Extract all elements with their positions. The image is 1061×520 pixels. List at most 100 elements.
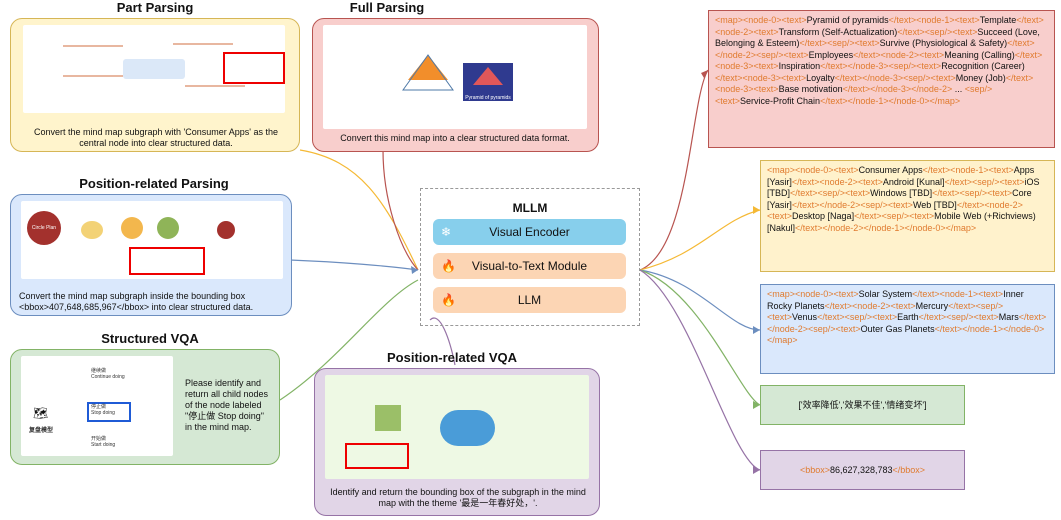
markup-tag: </text><sep/><text> — [897, 26, 978, 37]
markup-tag: </text></node-3><sep/><text> — [834, 72, 956, 83]
markup-tag: </text><sep/><text> — [799, 38, 880, 48]
node-stop-en: Stop doing — [91, 410, 115, 416]
markup-tag: </text></node-1></node-0></map> — [767, 323, 1045, 346]
markup-tag: </text><node-1><text> — [912, 289, 1004, 299]
node-start-en: Start doing — [91, 442, 116, 448]
markup-tag: </text><node-2><text> — [715, 15, 1044, 37]
markup-tag: </text><node-2><text> — [791, 176, 883, 187]
highlight-bbox — [129, 247, 205, 275]
node-text: Inspiration — [778, 61, 821, 71]
visual-encoder-module: ❄ Visual Encoder — [433, 219, 626, 245]
node-text: Mobile Web (+Richviews) [Nakul] — [767, 211, 1036, 233]
connector-out-4 — [639, 269, 761, 406]
structured-vqa-question: Please identify and return all child nod… — [185, 378, 269, 432]
node-text: Solar System — [858, 289, 913, 299]
part-parsing-title: Part Parsing — [116, 0, 194, 15]
node-text: Core [Yasir] — [767, 188, 1032, 210]
structured-vqa-title: Structured VQA — [101, 331, 199, 346]
connector-out-3 — [639, 269, 761, 331]
full-parsing-mindmap-thumbnail: Pyramid of pyramids — [323, 25, 587, 129]
circle-node-shape — [27, 211, 61, 245]
pos-parsing-panel: Circle Plan Convert the mind map subgrap… — [10, 194, 292, 316]
node-text: Recognition (Career) — [941, 61, 1025, 71]
markup-tag: </bbox> — [892, 465, 926, 475]
llm-label: LLM — [517, 293, 542, 307]
pos-vqa-panel: Identify and return the bounding box of … — [314, 368, 600, 516]
node-text: Mars — [998, 312, 1019, 322]
pyramid-icon — [402, 54, 513, 101]
markup-tag: </text><sep/><text> — [918, 312, 999, 322]
node-text: Inner Rocky Planets — [767, 289, 1024, 311]
node-text: Mercury — [915, 300, 949, 311]
llm-module: 🔥 LLM — [433, 287, 626, 313]
markup-tag: </text><node-3><text> — [715, 72, 1034, 95]
node-shape — [81, 221, 103, 239]
markup-tag: <sep/><text> — [715, 84, 993, 106]
node-text: Android [Kunal] — [882, 176, 945, 187]
node-text: ['效率降低','效果不佳','情绪变坏'] — [798, 400, 927, 410]
snowflake-icon: ❄ — [441, 225, 452, 239]
visual-to-text-module: 🔥 Visual-to-Text Module — [433, 253, 626, 279]
pos-vqa-title: Position-related VQA — [386, 350, 518, 365]
markup-tag: </text></node-2><sep/><text> — [791, 199, 913, 210]
node-text: Earth — [897, 312, 919, 322]
node-text: Apps [Yasir] — [767, 165, 1035, 187]
markup-tag: </text><node-3><text> — [715, 72, 807, 83]
branch-line — [63, 45, 123, 47]
node-text: Consumer Apps — [858, 165, 923, 175]
node-text: Venus — [792, 312, 818, 322]
visual-to-text-label: Visual-to-Text Module — [471, 259, 588, 273]
node-text: Service-Profit Chain — [740, 95, 821, 106]
node-text: Loyalty — [806, 72, 835, 83]
branch-line — [63, 75, 123, 77]
pos-parsing-caption-line-2: <bbox>407,648,685,967</bbox> into clear … — [19, 302, 254, 312]
highlight-bbox — [345, 443, 409, 469]
node-text: Employees — [808, 49, 854, 60]
node-text: Pyramid of pyramids — [806, 15, 889, 25]
node-text: 86,627,328,783 — [829, 465, 893, 475]
part-parsing-mindmap-thumbnail — [23, 25, 285, 113]
part-parsing-panel: Convert the mind map subgraph with 'Cons… — [10, 18, 300, 152]
node-text: Windows [TBD] — [870, 188, 933, 198]
full-parsing-title: Full Parsing — [349, 0, 425, 15]
connector-out-5 — [639, 269, 761, 471]
connector-out-2 — [639, 209, 761, 271]
markup-tag: <bbox> — [799, 465, 830, 475]
node-text: Desktop [Naga] — [792, 211, 855, 221]
output-part-parsing: <map><node-0><text>Consumer Apps</text><… — [760, 160, 1055, 272]
connector-out-1 — [639, 69, 709, 271]
markup-tag: </text><node-2><text> — [767, 199, 1023, 222]
branch-line — [173, 43, 233, 45]
output-full-parsing: <map><node-0><text>Pyramid of pyramids</… — [708, 10, 1055, 148]
markup-tag: </text><node-1><text> — [888, 15, 980, 25]
markup-tag: <map><node-0><text> — [715, 15, 807, 25]
fire-icon: 🔥 — [441, 293, 456, 307]
node-text: Money (Job) — [955, 72, 1006, 83]
output-pos-parsing: <map><node-0><text>Solar System</text><n… — [760, 284, 1055, 374]
pos-vqa-mindmap-thumbnail — [325, 375, 589, 479]
node-start-cn: 开始做 — [91, 436, 107, 442]
markup-tag: </text></node-3><sep/><text> — [820, 61, 942, 71]
node-text: Succeed (Love, Belonging & Esteem) — [715, 26, 1040, 49]
mllm-container: MLLM ❄ Visual Encoder 🔥 Visual-to-Text M… — [420, 188, 640, 326]
markup-tag: </text><sep/><text> — [944, 176, 1025, 187]
node-text: Base motivation — [778, 84, 843, 94]
pos-parsing-caption-line-1: Convert the mind map subgraph inside the… — [19, 291, 246, 301]
image-node — [375, 405, 401, 431]
markup-tag: </text></node-2></node-1></node-0></map> — [795, 222, 977, 233]
pos-vqa-caption: Identify and return the bounding box of … — [330, 487, 586, 508]
node-text: Transform (Self-Actualization) — [778, 26, 898, 37]
cloud-node-shape — [440, 410, 495, 446]
map-icon: 🗺 — [33, 406, 49, 420]
markup-tag: </text><sep/><text> — [817, 312, 898, 322]
node-shape — [157, 217, 179, 239]
output-pos-vqa: <bbox>86,627,328,783</bbox> — [760, 450, 965, 490]
markup-tag: </text><sep/><text> — [854, 211, 935, 221]
pos-parsing-title: Position-related Parsing — [79, 176, 229, 191]
node-text: iOS [TBD] — [767, 176, 1040, 199]
markup-tag: </text><node-1><text> — [922, 165, 1014, 175]
markup-tag: </text></node-2><sep/><text> — [715, 38, 1035, 60]
node-shape — [217, 221, 235, 239]
full-parsing-panel: Pyramid of pyramids Convert this mind ma… — [312, 18, 599, 152]
connector-pos-parse — [289, 259, 419, 271]
